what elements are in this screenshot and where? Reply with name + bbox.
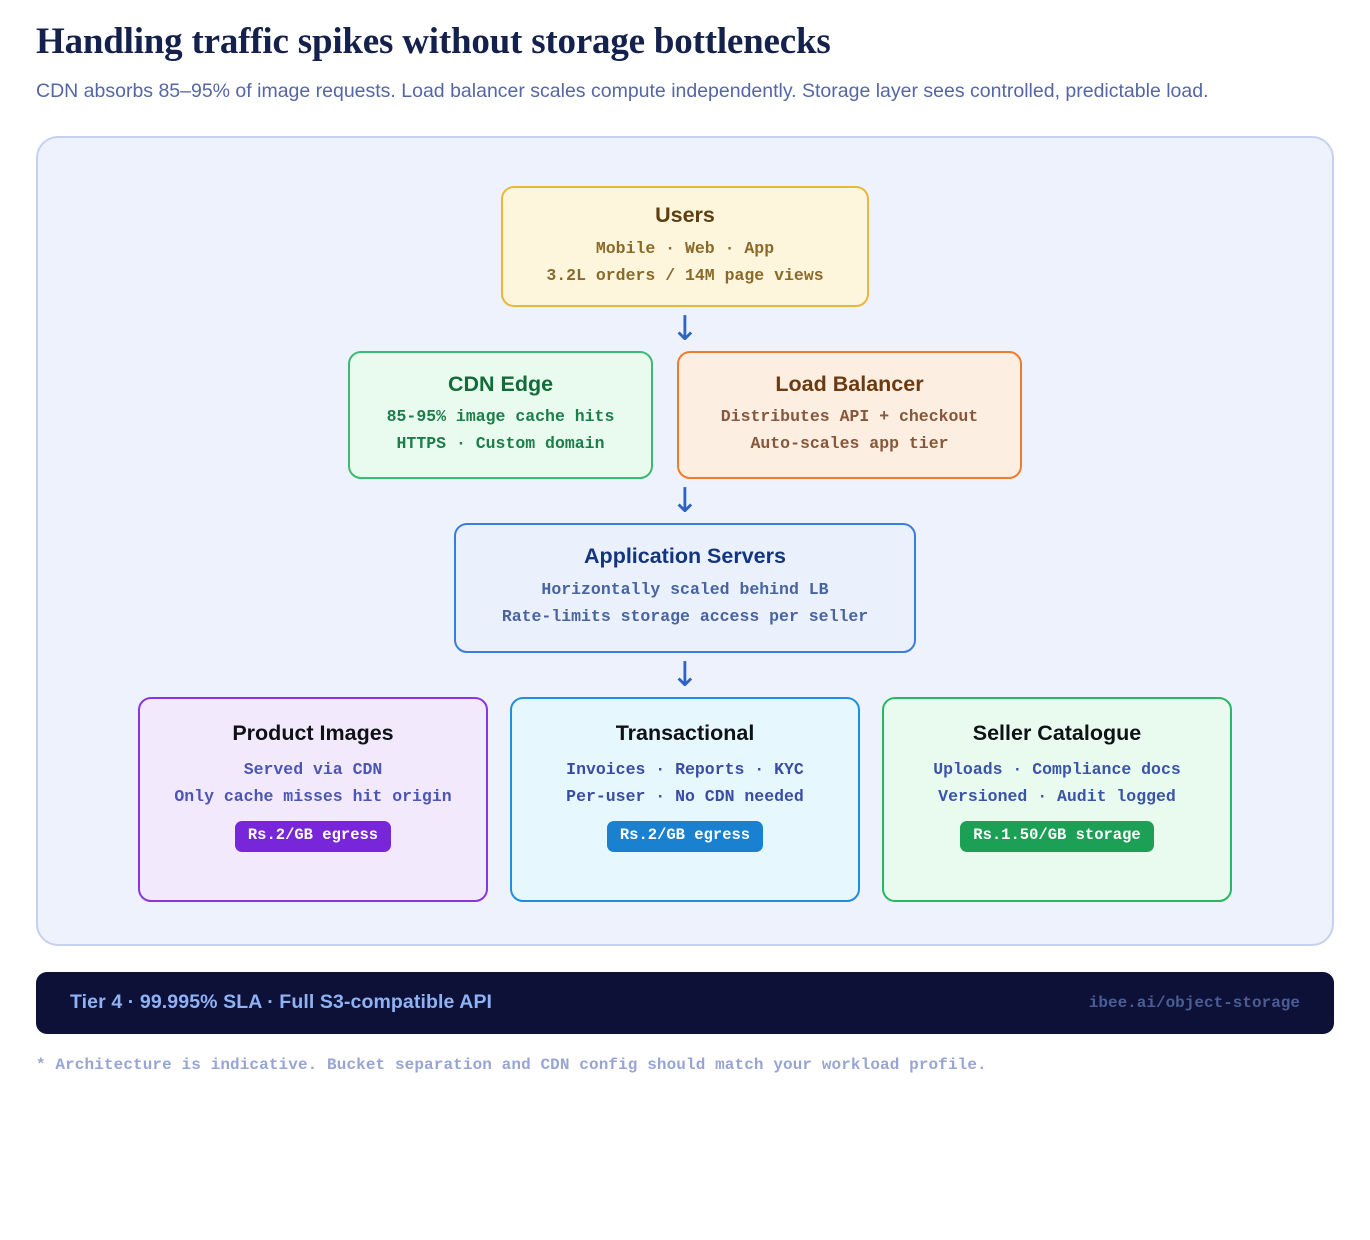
storage-card-price-badge: Rs.2/GB egress: [606, 821, 764, 852]
node-load-balancer-title: Load Balancer: [775, 371, 924, 396]
node-cdn-edge-line1: 85-95% image cache hits: [386, 407, 615, 427]
footer-bar: Tier 4 · 99.995% SLA · Full S3-compatibl…: [36, 971, 1334, 1034]
storage-card-body: Invoices · Reports · KYC Per-user · No C…: [566, 756, 804, 811]
node-users-line2: 3.2L orders / 14M page views: [546, 265, 824, 285]
node-users-line1: Mobile · Web · App: [595, 238, 775, 258]
arrow-down-icon-users-to-edge: ↓: [670, 309, 700, 350]
node-load-balancer-body: Distributes API + checkout Auto-scales a…: [721, 404, 978, 457]
storage-card-product-images[interactable]: Product Images Served via CDN Only cache…: [138, 696, 488, 902]
node-cdn-edge[interactable]: CDN Edge 85-95% image cache hits HTTPS ·…: [348, 351, 653, 480]
storage-card-line2: Per-user · No CDN needed: [566, 787, 804, 807]
storage-card-line1: Uploads · Compliance docs: [933, 759, 1181, 779]
node-users-body: Mobile · Web · App 3.2L orders / 14M pag…: [546, 236, 823, 289]
storage-card-price-badge: Rs.2/GB egress: [234, 821, 392, 852]
node-users-title: Users: [655, 202, 715, 227]
disclaimer-note: * Architecture is indicative. Bucket sep…: [36, 1055, 987, 1074]
architecture-diagram: Users Mobile · Web · App 3.2L orders / 1…: [36, 135, 1334, 946]
storage-card-title: Product Images: [232, 720, 394, 745]
node-application-servers-title: Application Servers: [584, 544, 786, 569]
storage-card-body: Served via CDN Only cache misses hit ori…: [174, 756, 451, 811]
storage-card-price-badge: Rs.1.50/GB storage: [960, 821, 1154, 852]
storage-card-title: Transactional: [615, 720, 755, 745]
node-cdn-edge-title: CDN Edge: [447, 371, 554, 396]
storage-card-line2: Versioned · Audit logged: [938, 787, 1176, 807]
node-application-servers-body: Horizontally scaled behind LB Rate-limit…: [502, 577, 868, 630]
node-application-servers[interactable]: Application Servers Horizontally scaled …: [454, 523, 916, 653]
footer-sla-text: Tier 4 · 99.995% SLA · Full S3-compatibl…: [70, 991, 493, 1014]
storage-card-line2: Only cache misses hit origin: [174, 787, 452, 807]
arrow-down-icon-app-to-storage: ↓: [670, 654, 700, 695]
storage-card-line1: Invoices · Reports · KYC: [566, 759, 804, 779]
storage-card-title: Seller Catalogue: [972, 720, 1142, 745]
page-title: Handling traffic spikes without storage …: [36, 21, 831, 62]
storage-card-seller-catalogue[interactable]: Seller Catalogue Uploads · Compliance do…: [882, 696, 1232, 902]
node-application-servers-line2: Rate-limits storage access per seller: [501, 607, 869, 627]
storage-card-body: Uploads · Compliance docs Versioned · Au…: [933, 756, 1181, 811]
node-cdn-edge-line2: HTTPS · Custom domain: [396, 434, 605, 454]
node-users[interactable]: Users Mobile · Web · App 3.2L orders / 1…: [501, 185, 869, 308]
node-application-servers-line1: Horizontally scaled behind LB: [541, 580, 829, 600]
page-subtitle: CDN absorbs 85–95% of image requests. Lo…: [36, 79, 1209, 102]
node-load-balancer-line1: Distributes API + checkout: [720, 407, 979, 427]
node-cdn-edge-body: 85-95% image cache hits HTTPS · Custom d…: [387, 404, 615, 457]
edge-tier-row: CDN Edge 85-95% image cache hits HTTPS ·…: [348, 351, 1022, 480]
footer-url[interactable]: ibee.ai/object-storage: [1088, 993, 1300, 1012]
storage-tier-row: Product Images Served via CDN Only cache…: [138, 696, 1232, 902]
storage-card-line1: Served via CDN: [243, 759, 383, 779]
storage-card-transactional[interactable]: Transactional Invoices · Reports · KYC P…: [510, 696, 860, 902]
arrow-down-icon-edge-to-app: ↓: [670, 481, 700, 522]
node-load-balancer-line2: Auto-scales app tier: [750, 434, 949, 454]
node-load-balancer[interactable]: Load Balancer Distributes API + checkout…: [677, 351, 1022, 480]
